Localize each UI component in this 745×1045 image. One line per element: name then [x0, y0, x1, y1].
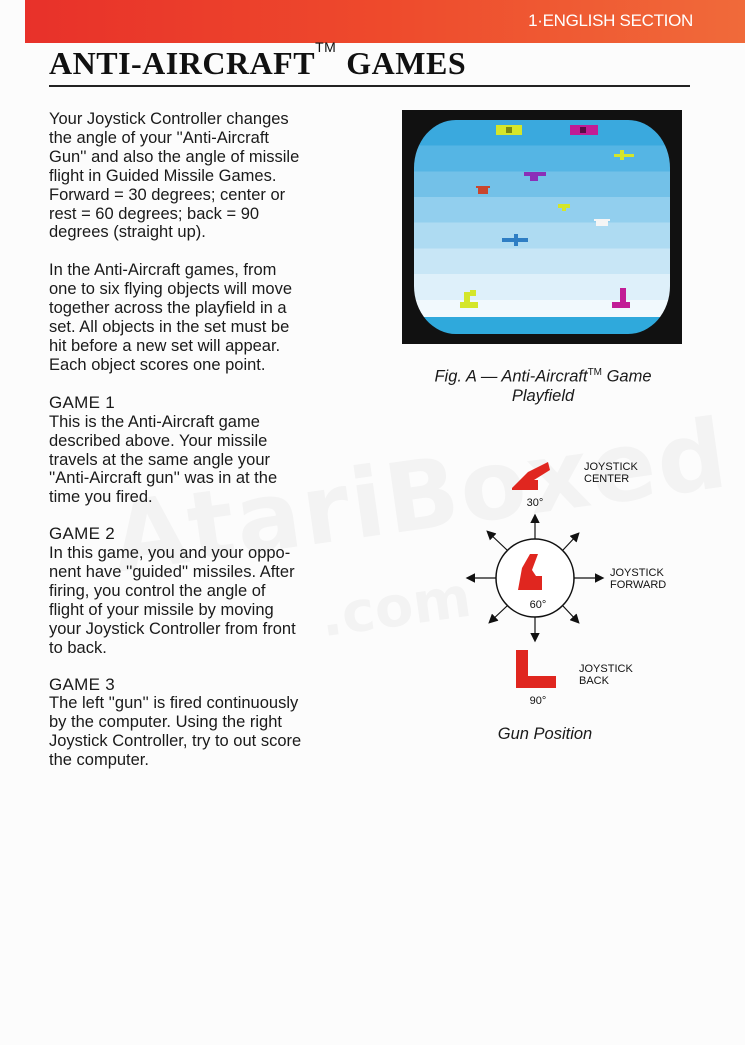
- direction-arrows: [465, 513, 605, 643]
- title-rest: GAMES: [346, 45, 467, 81]
- title-rule: [49, 85, 690, 87]
- helicopter-icon-red: [476, 186, 490, 194]
- gun-60-icon: [518, 554, 542, 590]
- gun-30-icon: [512, 462, 550, 490]
- plane-icon-blue: [502, 234, 528, 246]
- playfield-figure: [402, 110, 682, 344]
- intro-paragraph-2: In the Anti-Aircraft games, from one to …: [49, 261, 293, 374]
- body-text-column: Your Joystick Controller changes the ang…: [49, 110, 369, 788]
- left-gun-icon: [460, 290, 478, 308]
- game-1-title: GAME 1: [49, 392, 116, 412]
- game-3-block: GAME 3 The left ''gun'' is fired continu…: [49, 674, 369, 771]
- page-title: ANTI-AIRCRAFTTM GAMES: [49, 39, 467, 82]
- right-score-icon: [570, 125, 598, 135]
- title-tm: TM: [315, 39, 337, 55]
- gun-position-caption: Gun Position: [497, 725, 593, 743]
- figure-a-caption-suffix: Game: [602, 367, 652, 386]
- gun-90-icon: [516, 650, 556, 688]
- header-bar: 1·ENGLISH SECTION: [25, 0, 745, 43]
- title-main: ANTI-AIRCRAFT: [49, 45, 316, 81]
- figure-a-caption-line2: Playfield: [511, 386, 575, 405]
- plane-icon-purple: [524, 172, 546, 181]
- figure-a-caption-prefix: Fig. A — Anti-Aircraft: [434, 367, 588, 386]
- figure-a-caption-tm: TM: [587, 367, 603, 378]
- angle-60-label: 60°: [530, 599, 547, 611]
- game-2-title: GAME 2: [49, 524, 116, 544]
- game-1-body: This is the Anti-Aircraft game described…: [49, 412, 278, 507]
- plane-icon-yellow: [614, 150, 634, 160]
- game-3-title: GAME 3: [49, 674, 116, 694]
- section-label: 1·ENGLISH SECTION: [528, 11, 693, 30]
- angle-30-label: 30°: [527, 497, 544, 509]
- left-score-icon: [496, 125, 522, 135]
- game-2-body: In this game, you and your oppo- nent ha…: [49, 544, 296, 657]
- game-2-block: GAME 2 In this game, you and your oppo- …: [49, 524, 369, 657]
- angle-90-label: 90°: [530, 695, 547, 707]
- playfield-screen: [414, 120, 670, 334]
- intro-paragraph-1: Your Joystick Controller changes the ang…: [49, 110, 300, 242]
- figure-a-caption: Fig. A — Anti-AircraftTM Game Playfield: [400, 363, 686, 406]
- plane-icon-small-yellow: [558, 204, 570, 211]
- playfield-sprites: [460, 125, 634, 308]
- helicopter-icon-white: [594, 219, 610, 226]
- game-3-body: The left ''gun'' is fired continuously b…: [49, 694, 302, 770]
- game-1-block: GAME 1 This is the Anti-Aircraft game de…: [49, 392, 369, 507]
- right-gun-icon: [612, 288, 630, 308]
